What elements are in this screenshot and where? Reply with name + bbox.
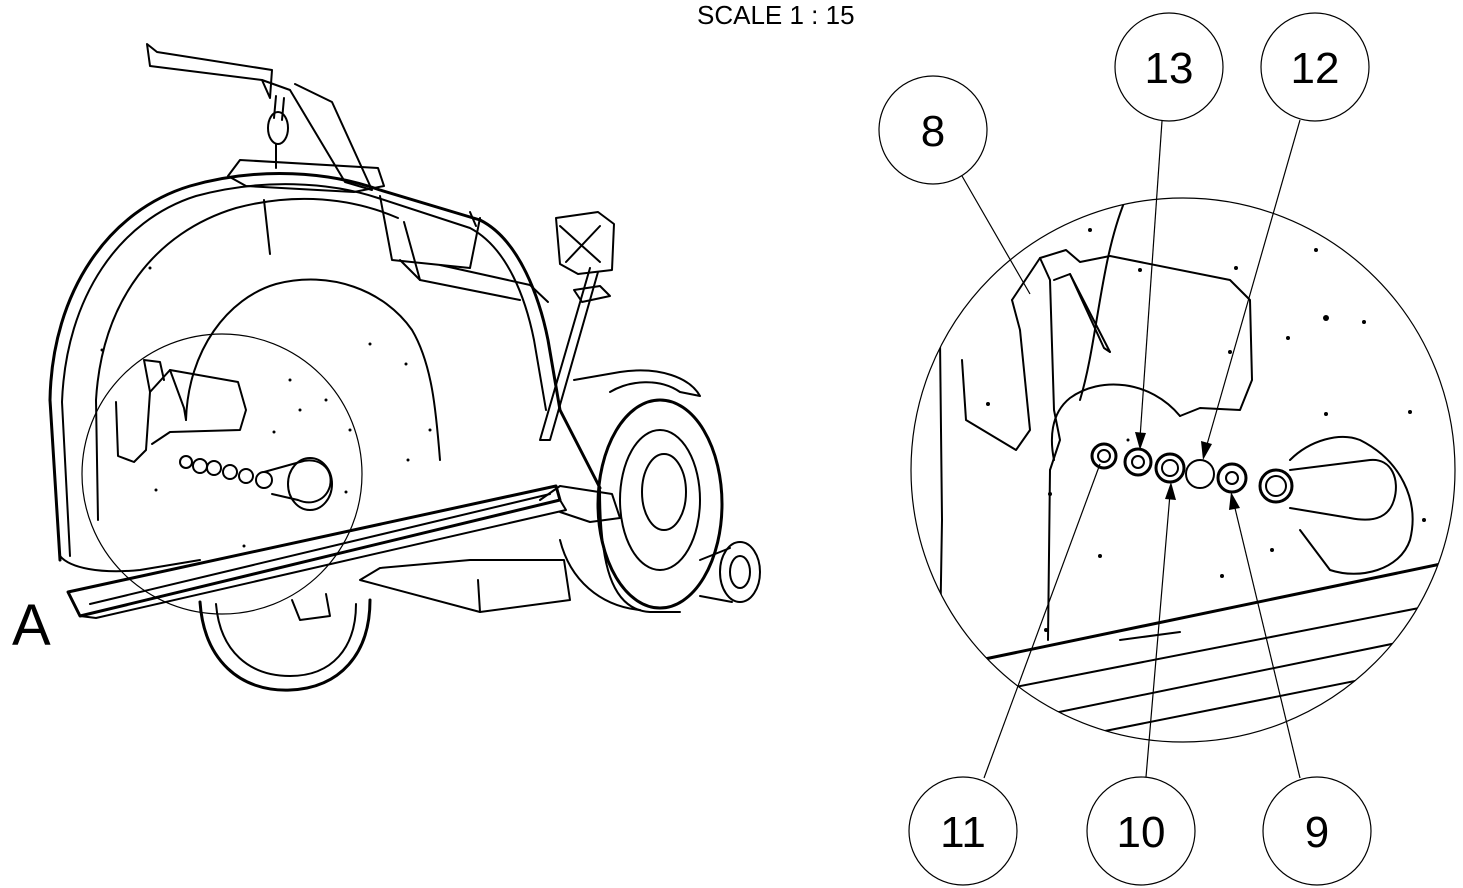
- detail-circle-a: [81, 333, 363, 615]
- svg-text:11: 11: [940, 808, 986, 857]
- svg-text:8: 8: [921, 107, 945, 156]
- detail-label: A: [12, 593, 51, 658]
- svg-text:12: 12: [1291, 44, 1340, 93]
- balloon-10: 10: [1086, 482, 1196, 886]
- balloon-9: 9: [1229, 492, 1372, 886]
- balloon-12: 12: [1201, 12, 1370, 460]
- balloon-8: 8: [878, 75, 1031, 295]
- scale-label: SCALE 1 : 15: [697, 0, 855, 30]
- detail-view-a: [910, 197, 1456, 743]
- machine-overview: [48, 43, 761, 692]
- balloon-13: 13: [1114, 12, 1224, 450]
- svg-text:9: 9: [1305, 808, 1329, 857]
- balloon-11: 11: [908, 463, 1101, 886]
- svg-text:10: 10: [1117, 808, 1166, 857]
- svg-text:13: 13: [1145, 44, 1194, 93]
